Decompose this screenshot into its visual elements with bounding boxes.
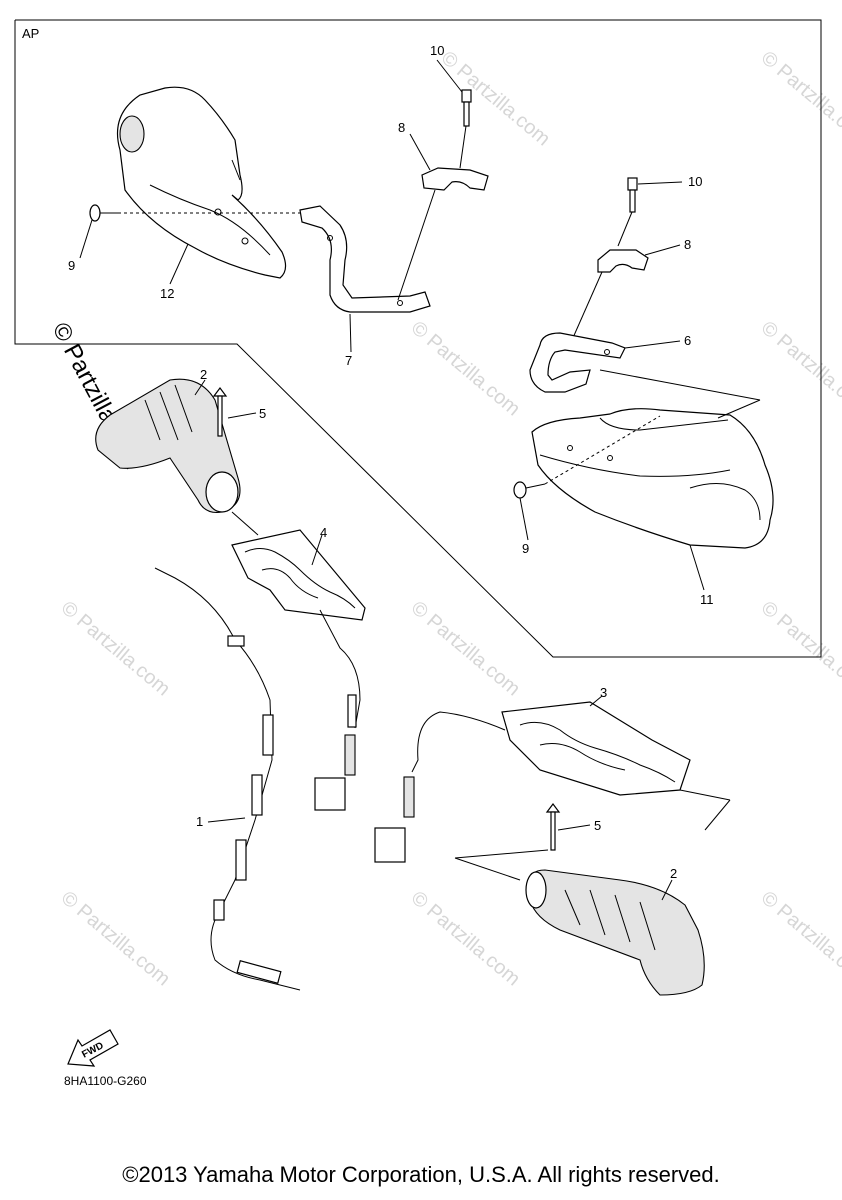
- watermark: © Partzilla.com: [57, 887, 174, 990]
- grip-heater-right: [374, 701, 731, 863]
- callout-3: 3: [600, 685, 607, 700]
- drawing-code: 8HA1100-G260: [64, 1074, 147, 1088]
- watermark: © Partzilla.com: [407, 317, 524, 420]
- group-label: AP: [22, 26, 39, 41]
- watermark: © Partzilla.com: [407, 887, 524, 990]
- watermark: © Partzilla.com: [57, 597, 174, 700]
- bolt-left: [459, 89, 472, 169]
- callout-8: 8: [398, 120, 405, 135]
- hand-guard-right: [531, 369, 774, 549]
- callout-1: 1: [196, 814, 203, 829]
- callout-7: 7: [345, 353, 352, 368]
- callout-10: 10: [430, 43, 444, 58]
- callout-5: 5: [259, 406, 266, 421]
- fwd-arrow-icon: FWD: [67, 1029, 119, 1067]
- group-boundary: [14, 19, 822, 658]
- callout-8: 8: [684, 237, 691, 252]
- pin-lower: [545, 803, 561, 851]
- watermark: © Partzilla.com: [757, 47, 842, 150]
- grip-right: [454, 849, 705, 996]
- watermark: © Partzilla.com: [757, 887, 842, 990]
- callout-2: 2: [670, 866, 677, 881]
- screw-left: [89, 204, 300, 222]
- callout-10: 10: [688, 174, 702, 189]
- callout-5: 5: [594, 818, 601, 833]
- bracket-right: [529, 332, 626, 393]
- pin-upper: [212, 387, 228, 437]
- callout-2: 2: [200, 367, 207, 382]
- screw-right: [513, 415, 661, 499]
- grip-left: [95, 378, 259, 536]
- bolt-right: [617, 177, 638, 247]
- grip-heater-left: [231, 529, 366, 811]
- watermark: © Partzilla.com: [757, 317, 842, 420]
- hand-guard-left: [116, 86, 287, 279]
- throttle-cable: [154, 567, 301, 991]
- callout-4: 4: [320, 525, 327, 540]
- callout-9: 9: [68, 258, 75, 273]
- callout-numbers: 10 8 9 12 7 10 8 6 9 11 2 5 4 1 3 5 2: [68, 43, 714, 881]
- clamp-right: [571, 249, 649, 341]
- leader-lines: [79, 59, 705, 901]
- bracket-left: [299, 205, 431, 313]
- watermark: © Partzilla.com: [407, 597, 524, 700]
- callout-9: 9: [522, 541, 529, 556]
- watermark: © Partzilla.com: [437, 47, 554, 150]
- copyright-footer: ©2013 Yamaha Motor Corporation, U.S.A. A…: [122, 1162, 720, 1187]
- clamp-left: [397, 167, 489, 301]
- watermark: © Partzilla.com: [757, 597, 842, 700]
- callout-12: 12: [160, 286, 174, 301]
- callout-11: 11: [700, 592, 714, 607]
- callout-6: 6: [684, 333, 691, 348]
